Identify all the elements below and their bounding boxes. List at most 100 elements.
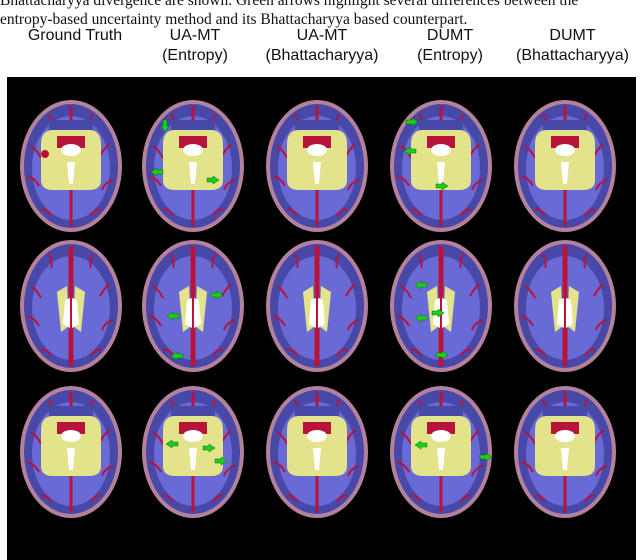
white-label-mid — [189, 162, 197, 184]
white-label-mid — [189, 448, 197, 470]
sulcus — [30, 285, 42, 299]
sulcus — [272, 175, 286, 187]
sulcus — [148, 461, 162, 473]
sulcus — [410, 348, 422, 357]
column-header-dumt-entropy: DUMT(Entropy) — [417, 27, 483, 64]
white-label — [183, 430, 203, 442]
green-arrow-icon-r2-c2-3 — [170, 351, 184, 361]
csf-band — [57, 136, 85, 148]
sulcus — [152, 145, 164, 159]
ventricle-region — [411, 130, 471, 190]
brain-slice-r2-c3 — [266, 240, 368, 372]
ventricle-region — [41, 130, 101, 190]
column-header-dumt-bhattacharyya: DUMT(Bhattacharyya) — [516, 27, 629, 64]
sulcus — [101, 319, 114, 331]
sulcus — [471, 319, 484, 331]
csf-band — [427, 136, 455, 148]
sulcus — [595, 179, 608, 191]
column-header-ground-truth: Ground Truth — [27, 27, 123, 44]
green-arrow-icon-r2-c2-1 — [210, 290, 224, 300]
white-label — [431, 430, 451, 442]
brain-slice-r2-c5 — [514, 240, 616, 372]
white-label-right — [318, 298, 325, 328]
sulcus — [400, 285, 412, 299]
green-arrow-icon-r2-c4-2 — [431, 308, 445, 318]
sulcus — [595, 319, 608, 331]
sulcus — [152, 431, 164, 445]
green-arrow-icon-r3-c4-2 — [479, 452, 493, 462]
sulcus — [89, 253, 94, 269]
sulcus — [400, 431, 412, 445]
sulcus — [90, 208, 102, 217]
brain-slice-r1-c1 — [20, 100, 122, 232]
white-label — [555, 144, 575, 156]
ventricle-region — [41, 416, 101, 476]
green-arrow-icon-r2-c2-2 — [166, 311, 180, 321]
upper-gray — [49, 406, 93, 416]
caption-line-1: Bhattacharyya divergence are shown. Gree… — [0, 0, 579, 9]
sulcus — [347, 319, 360, 331]
sulcus — [152, 285, 164, 299]
ventricle-region — [535, 130, 595, 190]
brain-slice-r3-c5 — [514, 386, 616, 518]
white-label-right — [194, 298, 201, 328]
sulcus — [276, 285, 288, 299]
sulcus — [520, 461, 534, 473]
sulcus — [534, 348, 546, 357]
csf-band — [179, 136, 207, 148]
brain-slice-r3-c3 — [266, 386, 368, 518]
white-label-left — [185, 298, 192, 328]
sulcus — [170, 253, 175, 269]
sulcus — [40, 494, 52, 503]
white-label — [307, 144, 327, 156]
sulcus — [418, 253, 423, 269]
white-label-mid — [313, 162, 321, 184]
sulcus — [583, 253, 588, 269]
sulcus — [534, 208, 546, 217]
sulcus — [276, 431, 288, 445]
white-label-right — [566, 298, 573, 328]
sulcus — [162, 208, 174, 217]
white-label-left — [63, 298, 70, 328]
sulcus — [584, 494, 596, 503]
sulcus — [162, 494, 174, 503]
sulcus — [520, 315, 534, 327]
sulcus — [101, 465, 114, 477]
sulcus — [286, 208, 298, 217]
sulcus — [211, 253, 216, 269]
white-label-mid — [67, 162, 75, 184]
brain-slice-r3-c2 — [142, 386, 244, 518]
white-label-mid — [437, 448, 445, 470]
sulcus — [347, 179, 360, 191]
brain-slice-r1-c4 — [390, 100, 492, 232]
brain-slice-r3-c1 — [20, 386, 122, 518]
white-label — [307, 430, 327, 442]
white-label-right — [72, 298, 79, 328]
ventricle-region — [535, 416, 595, 476]
brain-slice-r1-c5 — [514, 100, 616, 232]
csf-band — [303, 422, 331, 434]
sulcus — [524, 431, 536, 445]
figure-caption: Bhattacharyya divergence are shown. Gree… — [0, 0, 640, 29]
white-label — [431, 144, 451, 156]
white-label-mid — [67, 448, 75, 470]
sulcus — [276, 145, 288, 159]
caption-line-2: entropy-based uncertainty method and its… — [0, 11, 468, 28]
upper-gray — [295, 406, 339, 416]
sulcus — [223, 465, 236, 477]
green-arrow-icon-r1-c2-1 — [160, 119, 170, 133]
upper-gray — [49, 120, 93, 130]
white-label — [183, 144, 203, 156]
sulcus — [30, 431, 42, 445]
sulcus — [162, 348, 174, 357]
sulcus — [471, 179, 484, 191]
green-arrow-icon-r2-c4-3 — [414, 313, 428, 323]
white-label-mid — [437, 162, 445, 184]
sulcus — [469, 283, 480, 297]
green-arrow-icon-r3-c2-1 — [165, 439, 179, 449]
white-label-left — [309, 298, 316, 328]
segmentation-grid-svg — [20, 100, 616, 518]
sulcus — [40, 348, 52, 357]
csf-band — [427, 422, 455, 434]
sulcus — [345, 283, 356, 297]
